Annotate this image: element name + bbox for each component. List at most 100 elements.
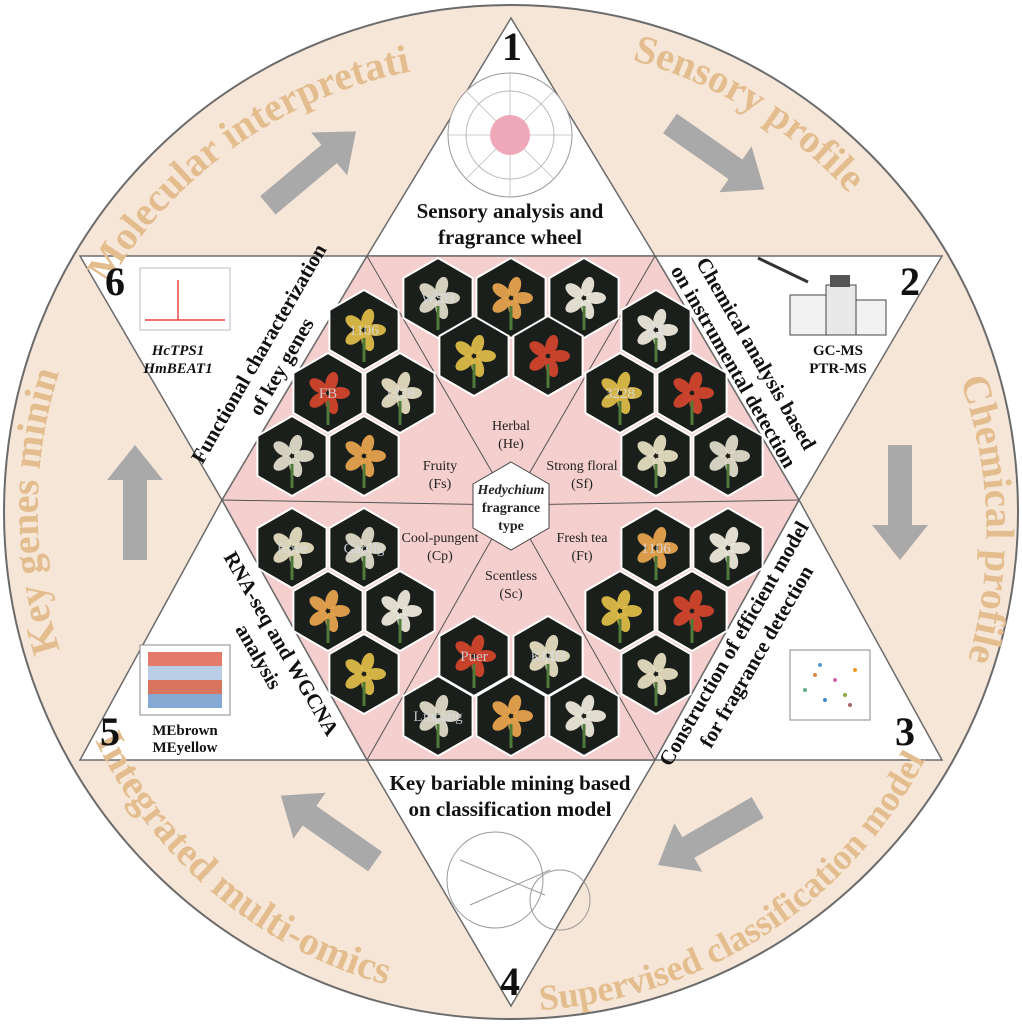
- step-6-sub-line1: HcTPS1: [151, 343, 205, 359]
- flower-photo-hexagon: [256, 414, 328, 498]
- flower-petal: [529, 641, 548, 657]
- type-herbal-code: (He): [498, 437, 524, 452]
- flower-photo-hexagon: [620, 506, 692, 590]
- flower-petal: [622, 605, 642, 617]
- flower-photo-hexagon: [475, 674, 547, 758]
- flower-petal: [361, 434, 375, 455]
- gene-expression-plot-icon: [139, 267, 231, 331]
- flower-petal: [586, 710, 606, 722]
- flower-photo-hexagon: [512, 314, 584, 398]
- flower-petal: [361, 652, 375, 673]
- flower-photo-hexagon: [438, 614, 510, 698]
- type-herbal-name: Herbal: [492, 419, 530, 434]
- arrow-molecular-to-sensory: [260, 131, 356, 215]
- flower-petal: [694, 605, 714, 617]
- flower-petal: [730, 450, 750, 462]
- flower-cultivar-label: Puer: [460, 649, 488, 665]
- flower-petal: [637, 673, 656, 689]
- flower-petal: [601, 392, 620, 408]
- flower-petal: [601, 610, 620, 626]
- step-1-label-line1: Sensory analysis and: [417, 199, 604, 223]
- flower-petal: [601, 378, 620, 394]
- flower-cultivar-label: WSH: [421, 291, 455, 307]
- flower-photo-hexagon: [620, 414, 692, 498]
- flower-photo-hexagon: [292, 569, 364, 653]
- flower-petal: [637, 315, 656, 331]
- step-number-6: 6: [105, 259, 125, 304]
- type-fruity-code: (Fs): [429, 477, 452, 492]
- pca-scatter-icon: [789, 649, 871, 721]
- flower-petal: [513, 292, 533, 304]
- flower-petal: [325, 589, 339, 610]
- flower-petal: [586, 292, 606, 304]
- flower-petal: [366, 542, 386, 554]
- step-1-label-line2: fragrance wheel: [438, 225, 582, 249]
- flower-petal: [345, 533, 364, 549]
- flower-petal: [492, 701, 511, 717]
- flower-photo-hexagon: [548, 256, 620, 340]
- step-5-sub-line2: MEyellow: [153, 740, 218, 756]
- flower-petal: [419, 715, 438, 731]
- flower-petal: [273, 533, 292, 549]
- flower-petal: [366, 450, 386, 462]
- arrow-keygenes-up: [107, 445, 163, 560]
- flower-photo-hexagon: [475, 256, 547, 340]
- flower-petal: [492, 297, 511, 313]
- flower-cultivar-label: 1106: [349, 323, 379, 339]
- flower-petal: [402, 605, 422, 617]
- flower-petal: [309, 392, 328, 408]
- flower-petal: [658, 542, 678, 554]
- flower-petal: [361, 308, 375, 329]
- flower-petal: [709, 547, 728, 563]
- center-label-fragrance: fragrance: [482, 501, 540, 516]
- flower-photo-hexagon: [620, 632, 692, 716]
- flower-petal: [345, 673, 364, 689]
- flower-photo-hexagon: [584, 351, 656, 435]
- flower-photo-hexagon: [256, 506, 328, 590]
- flower-petal: [565, 701, 584, 717]
- flower-petal: [725, 526, 739, 547]
- arrow-sensory-to-chemical: [663, 113, 765, 193]
- flower-petal: [419, 283, 438, 299]
- flower-petal: [330, 387, 350, 399]
- flower-petal: [309, 596, 328, 612]
- flower-photo-hexagon: [656, 569, 728, 653]
- flower-petal: [366, 324, 386, 336]
- flower-petal: [581, 694, 595, 715]
- flower-petal: [273, 455, 292, 471]
- flower-petal: [273, 441, 292, 457]
- flower-petal: [294, 450, 314, 462]
- flower-petal: [637, 659, 656, 675]
- flower-photo-hexagon: [692, 414, 764, 498]
- flower-petal: [402, 387, 422, 399]
- flower-petal: [455, 655, 474, 671]
- type-strongfloral-name: Strong floral: [546, 459, 617, 474]
- flower-photo-hexagon: [328, 632, 400, 716]
- flower-petal: [345, 315, 364, 331]
- flower-photo-hexagon: [548, 674, 620, 758]
- flower-petal: [513, 710, 533, 722]
- flower-petal: [637, 533, 656, 549]
- flower-petal: [689, 589, 703, 610]
- step-number-5: 5: [100, 709, 120, 754]
- flower-photo-hexagon: [438, 314, 510, 398]
- flower-cultivar-label: 1106: [641, 541, 671, 557]
- type-scentless-code: (Sc): [499, 587, 523, 602]
- flower-photo-hexagon: [364, 569, 436, 653]
- flower-petal: [366, 668, 386, 680]
- gc-ms-instrument-icon: [757, 256, 887, 336]
- network-diagram-icon: [446, 831, 591, 931]
- flower-petal: [601, 596, 620, 612]
- step-2-sub-line1: GC-MS: [813, 343, 863, 359]
- flower-petal: [550, 350, 570, 362]
- flower-petal: [492, 283, 511, 299]
- flower-petal: [273, 547, 292, 563]
- center-hexagon: [472, 461, 550, 551]
- flower-photo-hexagon: [692, 506, 764, 590]
- flower-photo-hexagon: [328, 288, 400, 372]
- flower-petal: [709, 455, 728, 471]
- flower-petal: [455, 641, 474, 657]
- flower-petal: [381, 610, 400, 626]
- flower-petal: [397, 371, 411, 392]
- flower-petal: [653, 308, 667, 329]
